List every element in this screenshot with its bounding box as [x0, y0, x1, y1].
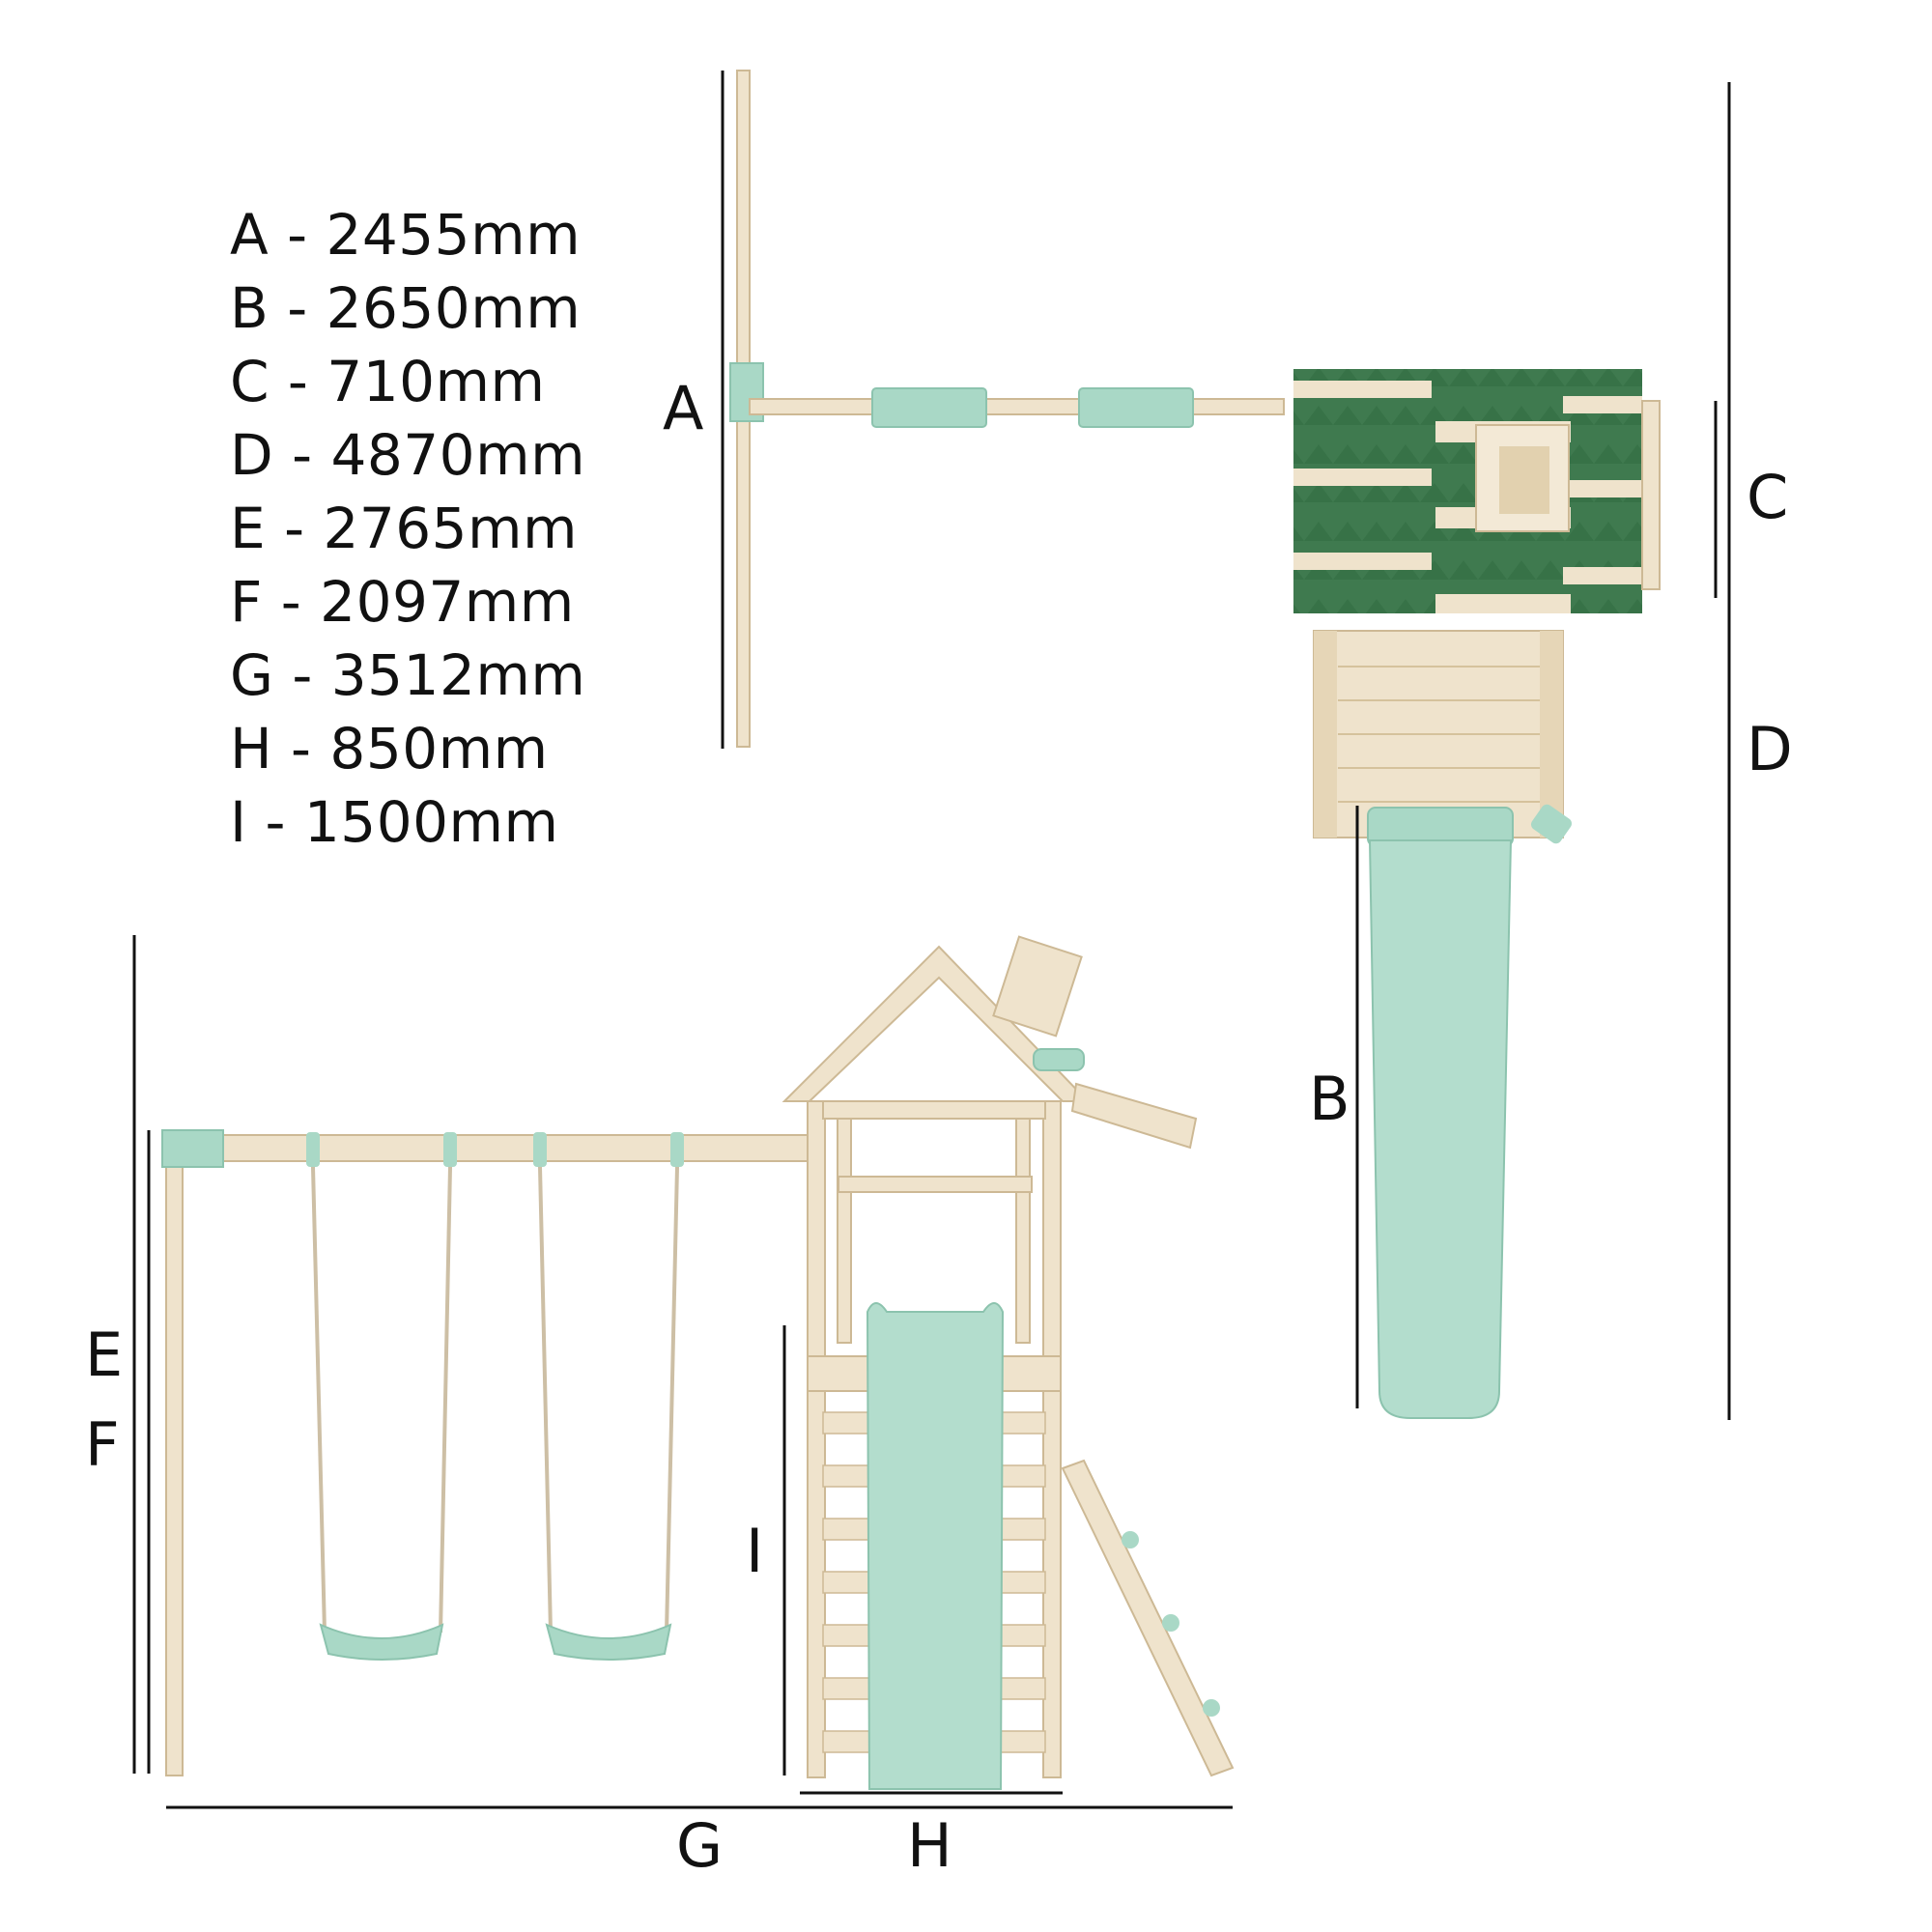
dim-label-g: G [676, 1810, 723, 1881]
front-ladder [1061, 1459, 1235, 1777]
dim-label-b: B [1309, 1064, 1350, 1134]
front-swing-beam [165, 1134, 812, 1162]
dim-label-e: E [85, 1320, 123, 1390]
dimension-lines [132, 71, 1731, 1809]
dim-label-d: D [1747, 714, 1793, 784]
legend-item-i: I - 1500mm [230, 789, 559, 855]
dim-label-h: H [907, 1810, 952, 1881]
dim-label-c: C [1747, 462, 1788, 532]
legend-item-d: D - 4870mm [230, 422, 586, 488]
top-roof [1293, 369, 1661, 613]
legend-item-h: H - 850mm [230, 716, 549, 781]
front-swing-2 [533, 1132, 684, 1661]
legend-item-c: C - 710mm [230, 349, 546, 414]
top-swing-seat-2 [1078, 387, 1194, 428]
legend-item-b: B - 2650mm [230, 275, 582, 341]
front-view [161, 935, 1235, 1790]
front-slide [866, 1302, 1005, 1790]
legend-item-e: E - 2765mm [230, 496, 579, 561]
dimension-legend: A - 2455mm B - 2650mm C - 710mm D - 4870… [230, 198, 585, 859]
dim-label-f: F [85, 1409, 120, 1480]
top-deck [1313, 630, 1572, 844]
dimension-letters: A B C D E F G H I [85, 373, 1793, 1881]
front-swing-bracket [161, 1129, 224, 1168]
legend-item-g: G - 3512mm [230, 642, 586, 708]
top-swing-beam [749, 398, 1285, 415]
top-swing-seat-1 [871, 387, 987, 428]
dim-label-a: A [663, 373, 703, 443]
legend-item-f: F - 2097mm [230, 569, 575, 635]
top-view [729, 70, 1661, 1419]
front-swing-1 [306, 1132, 457, 1661]
dim-label-i: I [746, 1516, 763, 1586]
top-slide [1367, 807, 1514, 1419]
legend-item-a: A - 2455mm [230, 202, 582, 268]
front-swing-leg [165, 1147, 184, 1776]
